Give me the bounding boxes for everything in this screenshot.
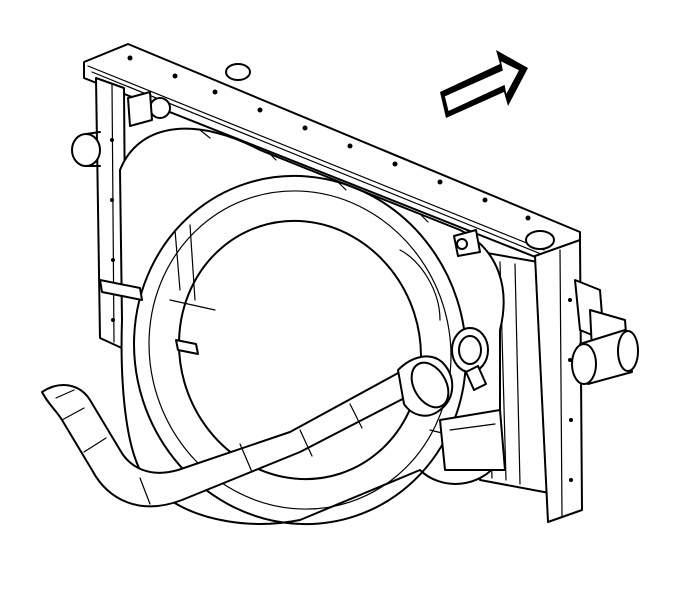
left-inlet-tube [71, 131, 101, 167]
direction-arrow-icon [440, 50, 528, 118]
frame-holes [110, 55, 573, 482]
radiator-hose [41, 327, 489, 508]
right-outlet-tube [571, 329, 639, 385]
radiator-support-frame [83, 43, 629, 523]
shroud-clips [99, 91, 481, 355]
